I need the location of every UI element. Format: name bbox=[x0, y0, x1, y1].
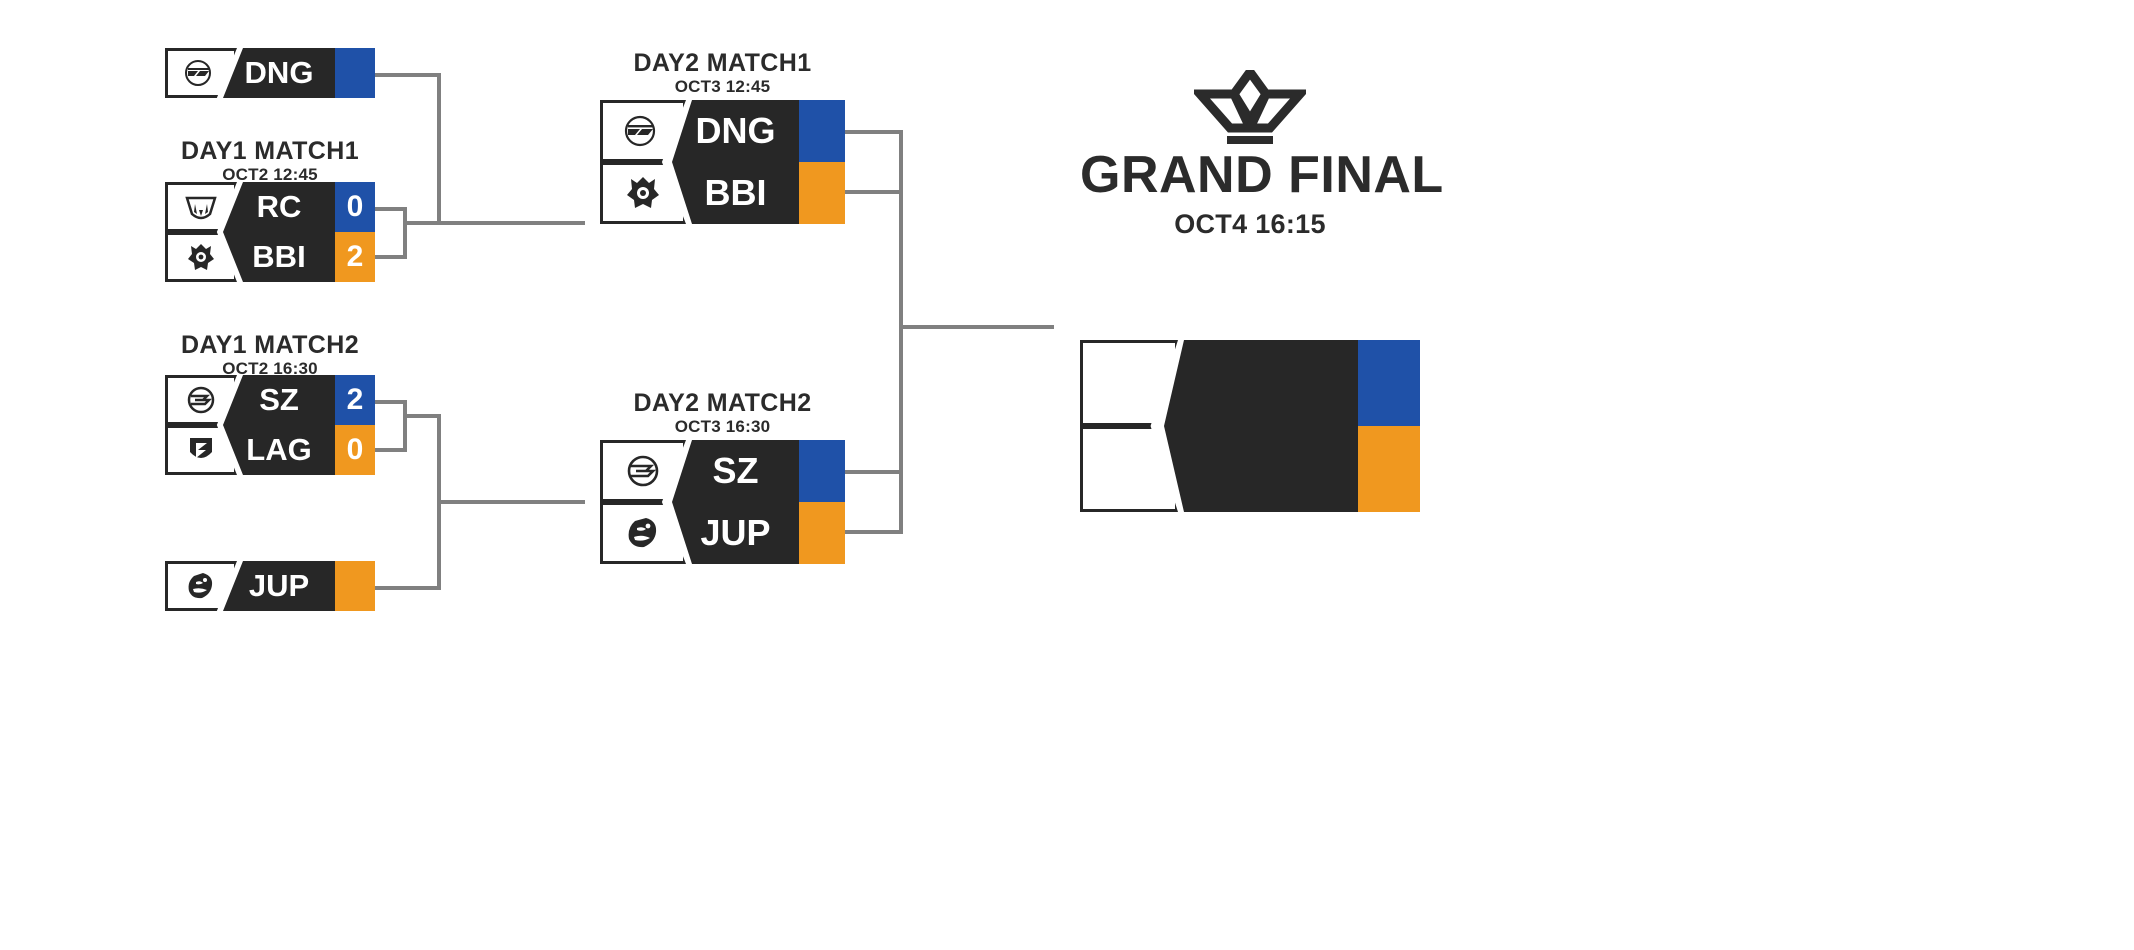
match-title: DAY1 MATCH2 bbox=[180, 331, 360, 359]
team-score bbox=[1358, 426, 1420, 512]
team-logo-placeholder bbox=[1080, 340, 1178, 426]
team-name-box: DNG bbox=[672, 100, 799, 162]
team-card-dng-bye[interactable]: DNG bbox=[165, 48, 375, 98]
team-score bbox=[799, 502, 845, 564]
team-score bbox=[335, 48, 375, 98]
grand-final-header: GRAND FINAL OCT4 16:15 bbox=[1080, 70, 1444, 240]
team-score: 2 bbox=[335, 232, 375, 282]
connector-d2m2-top-h bbox=[845, 470, 903, 474]
team-name: DNG bbox=[244, 55, 314, 90]
team-score: 2 bbox=[335, 375, 375, 425]
connector-d2m2-bot-h bbox=[845, 530, 903, 534]
match-title: DAY1 MATCH1 bbox=[180, 137, 360, 165]
team-card-sz[interactable]: SZ 2 bbox=[165, 375, 375, 425]
team-score bbox=[335, 561, 375, 611]
grand-final-title: GRAND FINAL bbox=[1080, 146, 1444, 204]
team-name-box: BBI bbox=[672, 162, 799, 224]
team-name: BBI bbox=[704, 172, 767, 213]
match-label-day2-match2: DAY2 MATCH2 OCT3 16:30 bbox=[600, 390, 845, 438]
team-name-box bbox=[1164, 340, 1358, 426]
connector-m1-top-h bbox=[375, 207, 407, 211]
crown-icon bbox=[1080, 70, 1420, 148]
team-card-day2-jup[interactable]: JUP bbox=[600, 502, 845, 564]
team-score: 0 bbox=[335, 182, 375, 232]
team-name: JUP bbox=[700, 512, 771, 553]
connector-d2m1-bot-h bbox=[845, 190, 903, 194]
match-label-day2-match1: DAY2 MATCH1 OCT3 12:45 bbox=[600, 50, 845, 98]
team-score bbox=[1358, 340, 1420, 426]
match-time: OCT3 12:45 bbox=[674, 77, 771, 97]
team-name: RC bbox=[256, 189, 302, 224]
team-card-jup-bye[interactable]: JUP bbox=[165, 561, 375, 611]
match-title: DAY2 MATCH2 bbox=[633, 389, 812, 417]
connector-final-spine bbox=[899, 160, 903, 530]
connector-jup-bye-h bbox=[375, 586, 441, 590]
lag-logo-icon bbox=[165, 425, 237, 475]
connector-final-in bbox=[899, 325, 1054, 329]
team-card-bbi[interactable]: BBI 2 bbox=[165, 232, 375, 282]
team-name-box: JUP bbox=[672, 502, 799, 564]
match-title: DAY2 MATCH1 bbox=[633, 49, 812, 77]
team-name-box: RC bbox=[223, 182, 335, 232]
team-score: 0 bbox=[335, 425, 375, 475]
match-time: OCT2 12:45 bbox=[222, 165, 318, 185]
connector-m2-top-h bbox=[375, 400, 407, 404]
sz-logo-icon bbox=[600, 440, 686, 502]
match-label-day1-match2: DAY1 MATCH2 OCT2 16:30 bbox=[165, 332, 375, 380]
match-time: OCT2 16:30 bbox=[222, 359, 318, 379]
connector-m2-bot-h bbox=[375, 448, 407, 452]
team-name: LAG bbox=[246, 432, 312, 467]
team-card-day2-sz[interactable]: SZ bbox=[600, 440, 845, 502]
connector-dng-bye-h bbox=[375, 73, 441, 77]
connector-m1-bot-h bbox=[375, 255, 407, 259]
team-score bbox=[799, 440, 845, 502]
bbi-logo-icon bbox=[600, 162, 686, 224]
team-name-box: LAG bbox=[223, 425, 335, 475]
grand-final-time: OCT4 16:15 bbox=[1174, 208, 1326, 239]
connector-d2m1-top-h bbox=[845, 130, 903, 134]
connector-m1-v bbox=[403, 207, 407, 259]
team-card-final-slot-2[interactable] bbox=[1080, 426, 1420, 512]
team-name: BBI bbox=[252, 239, 306, 274]
connector-dng-bye-v bbox=[437, 73, 441, 223]
team-card-lag[interactable]: LAG 0 bbox=[165, 425, 375, 475]
connector-day2m1-in bbox=[437, 221, 585, 225]
team-card-rc[interactable]: RC 0 bbox=[165, 182, 375, 232]
team-name: SZ bbox=[259, 382, 299, 417]
team-card-final-slot-1[interactable] bbox=[1080, 340, 1420, 426]
connector-m2-v bbox=[403, 400, 407, 452]
team-name-box: BBI bbox=[223, 232, 335, 282]
team-score bbox=[799, 100, 845, 162]
team-name-box: SZ bbox=[672, 440, 799, 502]
match-time: OCT3 16:30 bbox=[674, 417, 771, 437]
team-card-day2-dng[interactable]: DNG bbox=[600, 100, 845, 162]
team-name: JUP bbox=[248, 568, 310, 603]
team-score bbox=[799, 162, 845, 224]
team-card-day2-bbi[interactable]: BBI bbox=[600, 162, 845, 224]
team-name-box bbox=[1164, 426, 1358, 512]
dng-logo-icon bbox=[600, 100, 686, 162]
match-label-day1-match1: DAY1 MATCH1 OCT2 12:45 bbox=[165, 138, 375, 186]
team-name-box: JUP bbox=[223, 561, 335, 611]
team-name-box: SZ bbox=[223, 375, 335, 425]
team-name: SZ bbox=[712, 450, 759, 491]
jup-logo-icon bbox=[600, 502, 686, 564]
connector-day2m2-in bbox=[437, 500, 585, 504]
connector-m2-out-h bbox=[403, 414, 441, 418]
team-name: DNG bbox=[695, 110, 776, 151]
team-name-box: DNG bbox=[223, 48, 335, 98]
team-logo-placeholder bbox=[1080, 426, 1178, 512]
connector-m1-out-h bbox=[403, 221, 441, 225]
